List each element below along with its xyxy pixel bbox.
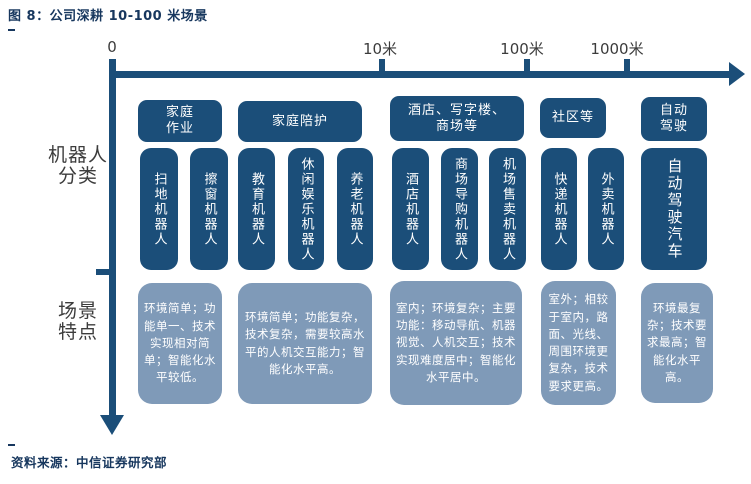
robot-box-leisure-entertainment: 休闲娱乐机器人 <box>288 148 324 270</box>
robot-box-education: 教育机器人 <box>238 148 275 270</box>
row-label-scenario-features: 场景 特点 <box>57 300 98 343</box>
category-header-home-companion: 家庭陪护 <box>238 101 362 142</box>
distance-axis-arrowhead-icon <box>729 62 745 86</box>
axis-tick-10m <box>379 59 385 71</box>
category-header-community: 社区等 <box>540 98 606 138</box>
axis-label-100m: 100米 <box>500 40 544 58</box>
category-header-hotel-office-mall: 酒店、写字楼、 商场等 <box>390 96 524 141</box>
distance-axis-line <box>109 71 729 78</box>
feature-box-home-companion: 环境简单；功能复杂，技术复杂，需要较高水平的人机交互能力；智能化水平高。 <box>238 283 372 404</box>
vertical-axis-arrowhead-icon <box>100 415 124 435</box>
title-underline-mark <box>8 29 15 31</box>
robot-box-mall-shopping-guide: 商场导购机器人 <box>441 148 478 270</box>
robot-box-autonomous-car: 自动驾驶汽车 <box>641 148 707 270</box>
vertical-axis-tick <box>96 269 110 275</box>
source-note: 资料来源：中信证券研究部 <box>11 455 168 470</box>
feature-box-autonomous-driving: 环境最复杂；技术要求最高；智能化水平高。 <box>641 283 713 403</box>
robot-box-sweeping: 扫地机器人 <box>140 148 178 270</box>
robot-box-hotel: 酒店机器人 <box>392 148 429 270</box>
robot-box-airport-vending: 机场售卖机器人 <box>489 148 526 270</box>
axis-tick-1000m <box>624 59 630 71</box>
category-header-autonomous-driving: 自动 驾驶 <box>641 97 707 141</box>
axis-tick-100m <box>524 59 530 71</box>
figure-title: 图 8：公司深耕 10-100 米场景 <box>8 9 208 24</box>
axis-label-0: 0 <box>107 38 117 56</box>
feature-box-community: 室外；相较于室内，路面、光线、周围环境更复杂，技术要求更高。 <box>541 281 616 405</box>
robot-box-parcel-delivery: 快递机器人 <box>541 148 577 270</box>
robot-box-window-cleaning: 擦窗机器人 <box>190 148 228 270</box>
robot-box-food-delivery: 外卖机器人 <box>588 148 624 270</box>
feature-box-hotel-office-mall: 室内；环境复杂；主要功能：移动导航、机器视觉、人机交互；技术实现难度居中；智能化… <box>390 281 522 405</box>
source-dash-mark <box>8 444 15 446</box>
axis-label-10m: 10米 <box>362 40 398 58</box>
robot-box-elderly-care: 养老机器人 <box>337 148 373 270</box>
category-header-household-chores: 家庭 作业 <box>138 100 222 142</box>
vertical-axis-line <box>109 59 116 415</box>
axis-label-1000m: 1000米 <box>590 40 644 58</box>
feature-box-household-chores: 环境简单；功能单一、技术实现相对简单；智能化水平较低。 <box>138 283 222 404</box>
row-label-robot-classification: 机器人 分类 <box>47 144 108 187</box>
